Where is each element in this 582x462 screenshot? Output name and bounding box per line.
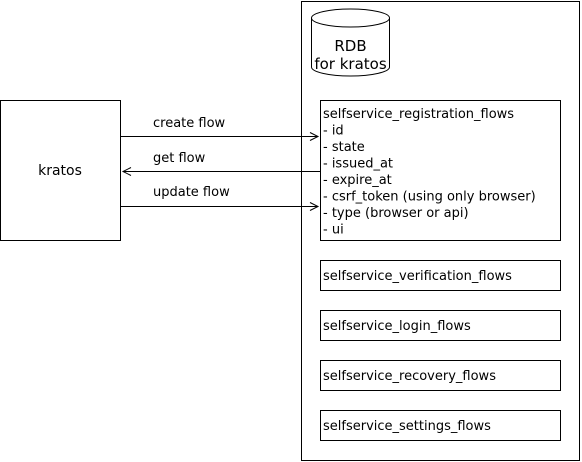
update-flow-label: update flow bbox=[153, 185, 230, 200]
recovery-flows-table: selfservice_recovery_flows bbox=[320, 360, 561, 391]
settings-flows-table: selfservice_settings_flows bbox=[320, 410, 561, 441]
registration-column: - expire_at bbox=[323, 173, 392, 188]
registration-column: - issued_at bbox=[323, 157, 393, 172]
create-flow-arrow: create flow bbox=[121, 116, 320, 141]
registration-column: - csrf_token (using only browser) bbox=[323, 190, 536, 205]
login-flows-table: selfservice_login_flows bbox=[320, 310, 561, 341]
registration-column: - id bbox=[323, 124, 344, 139]
registration-column: - ui bbox=[323, 223, 344, 238]
database-icon: RDB for kratos bbox=[311, 8, 390, 77]
kratos-node: kratos bbox=[0, 100, 121, 241]
verification-flows-table: selfservice_verification_flows bbox=[320, 260, 561, 291]
update-flow-arrow: update flow bbox=[121, 185, 320, 211]
get-flow-label: get flow bbox=[153, 151, 206, 166]
registration-flows-table: selfservice_registration_flows - id - st… bbox=[320, 100, 561, 241]
create-flow-label: create flow bbox=[153, 116, 226, 131]
settings-flows-title: selfservice_settings_flows bbox=[323, 419, 491, 434]
verification-flows-title: selfservice_verification_flows bbox=[323, 269, 512, 284]
get-flow-arrow: get flow bbox=[121, 151, 320, 176]
database-label-line2: for kratos bbox=[314, 55, 386, 73]
registration-column: - type (browser or api) bbox=[323, 206, 469, 221]
login-flows-title: selfservice_login_flows bbox=[323, 319, 471, 334]
kratos-label: kratos bbox=[38, 163, 82, 179]
recovery-flows-title: selfservice_recovery_flows bbox=[323, 369, 496, 384]
registration-column: - state bbox=[323, 140, 365, 155]
database-label-line1: RDB bbox=[334, 37, 366, 55]
registration-flows-title: selfservice_registration_flows bbox=[323, 107, 514, 122]
